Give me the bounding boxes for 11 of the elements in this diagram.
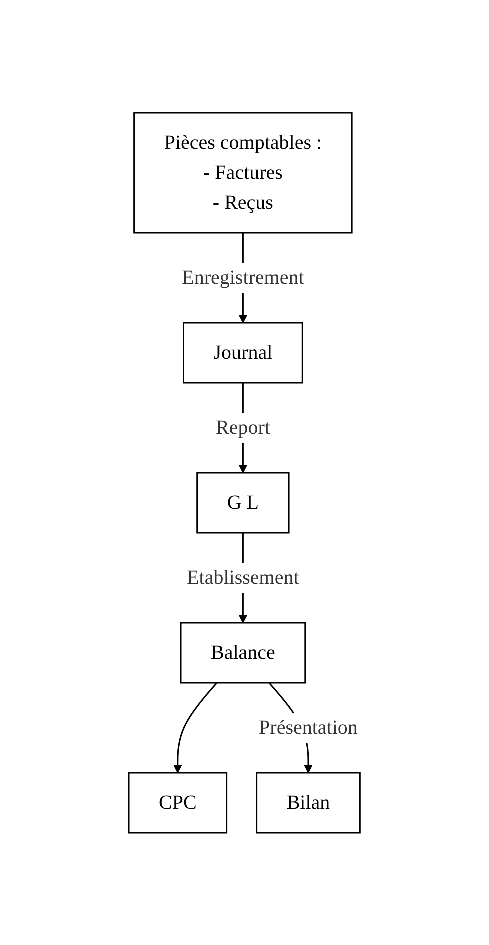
node-box: Journal (182, 322, 304, 384)
node-box: CPC (128, 772, 228, 834)
edge-label: Report (216, 416, 270, 438)
edge-label: Présentation (258, 716, 358, 738)
node-box: G L (196, 472, 290, 534)
edge-label: Etablissement (187, 566, 300, 588)
edge-label: Enregistrement (182, 266, 304, 288)
node-box: Bilan (256, 772, 361, 834)
node-box: Pièces comptables : - Factures - Reçus (134, 112, 353, 234)
node-box: Balance (180, 622, 306, 684)
arrow (173, 682, 218, 773)
